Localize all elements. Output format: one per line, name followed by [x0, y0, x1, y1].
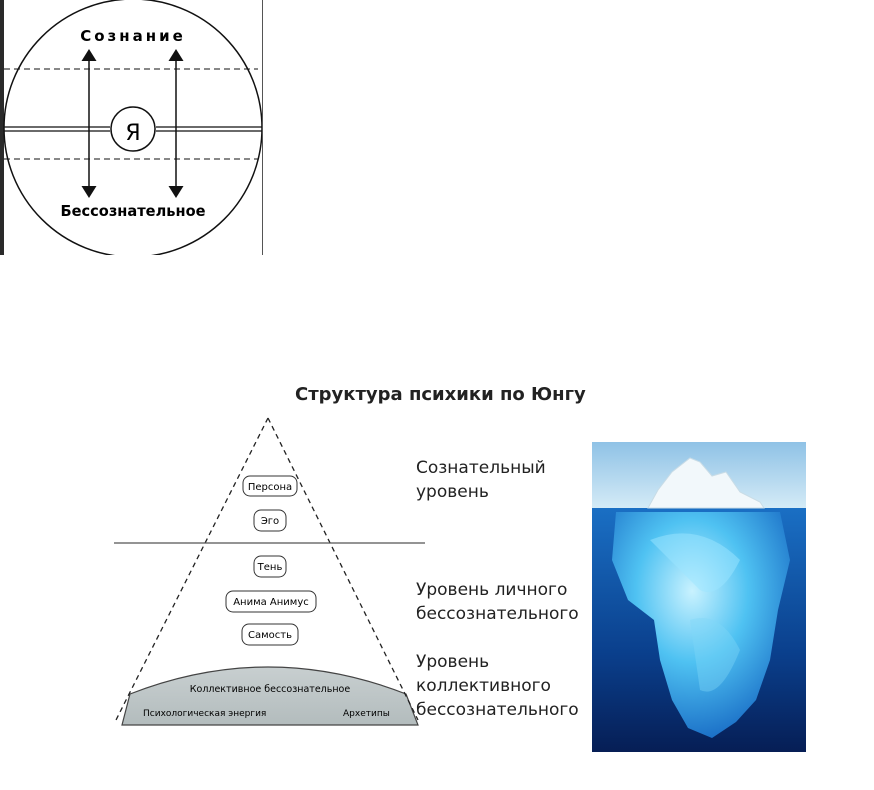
archetypes-label: Архетипы [343, 709, 390, 719]
collective-unconscious-label: Коллективное бессознательное [190, 684, 351, 695]
collective-level-line-2: коллективного [416, 676, 551, 696]
anima-animus-box [225, 590, 317, 613]
jung-pyramid: Персона Эго Тень Анима Анимус Самость Ко… [114, 417, 425, 726]
iceberg-image [592, 442, 806, 752]
left-edge-bar [0, 0, 4, 255]
conscious-level-line-2: уровень [416, 482, 489, 502]
conscious-label: Сознание [80, 27, 186, 45]
anima-animus-label: Анима Анимус [233, 597, 309, 608]
shadow-box [253, 555, 287, 578]
personal-level-line-2: бессознательного [416, 604, 579, 624]
pyramid-left-side [114, 417, 269, 723]
ego-label: Эго [261, 516, 279, 527]
self-box-label: Самость [248, 630, 292, 641]
page-title: Структура психики по Юнгу [295, 384, 586, 405]
collective-dome [121, 666, 419, 726]
personal-level-line-1: Уровень личного [416, 580, 568, 600]
psyche-circle [3, 0, 262, 255]
self-box [241, 623, 299, 646]
self-circle [110, 106, 156, 152]
ego-box [253, 509, 287, 532]
shadow-label: Тень [257, 562, 283, 573]
conscious-level-line-1: Сознательный [416, 458, 546, 478]
conscious-level-text: Сознательный уровень [416, 456, 546, 504]
consciousness-circle-diagram: Сознание Я Бессознательное [0, 0, 263, 255]
collective-unconscious-level-text: Уровень коллективного бессознательного [416, 650, 579, 722]
psychic-energy-label: Психологическая энергия [143, 709, 266, 719]
persona-box [242, 475, 298, 497]
pyramid-right-side [267, 417, 419, 721]
collective-level-line-1: Уровень [416, 652, 490, 672]
persona-label: Персона [248, 482, 292, 493]
collective-level-line-3: бессознательного [416, 700, 579, 720]
unconscious-label: Бессознательное [61, 202, 206, 220]
self-label: Я [125, 121, 140, 146]
personal-unconscious-level-text: Уровень личного бессознательного [416, 578, 579, 626]
